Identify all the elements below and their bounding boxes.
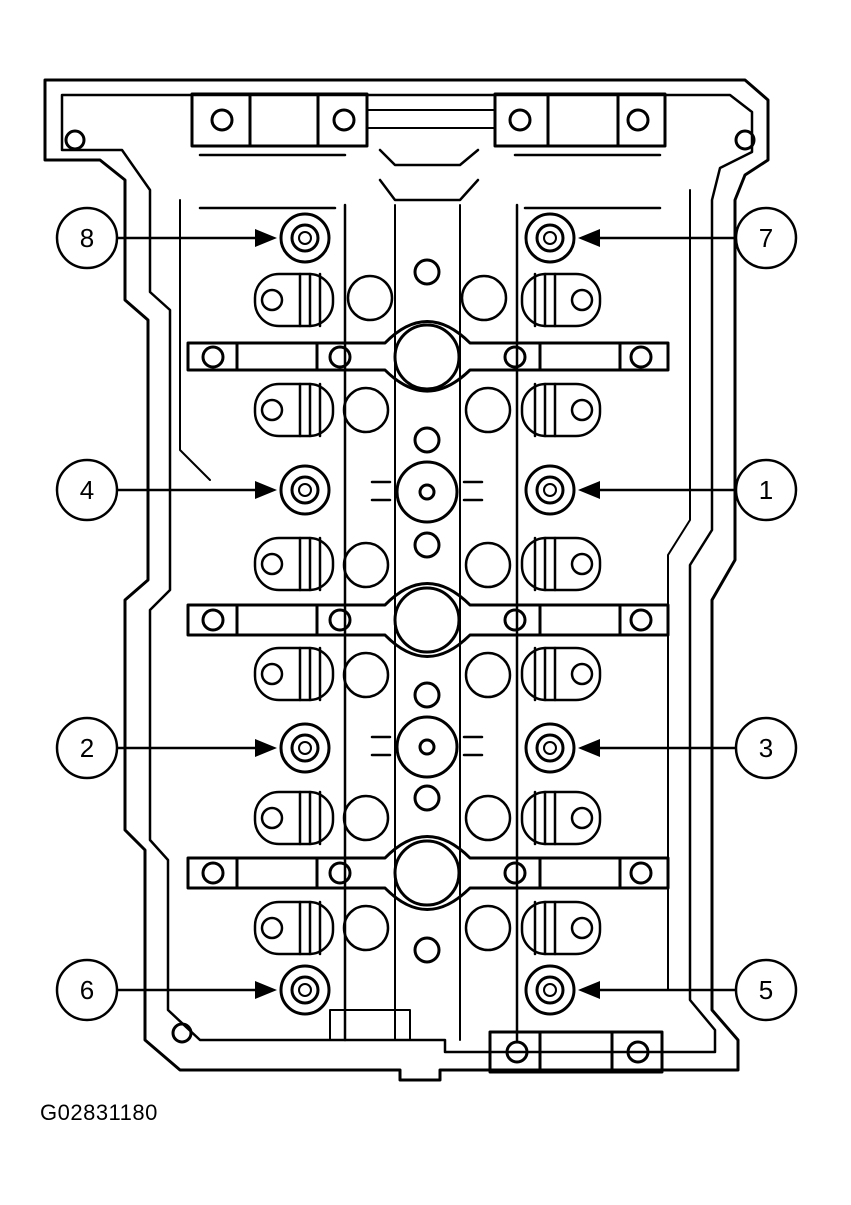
- callout-7: 7: [524, 206, 798, 270]
- arrowhead: [578, 229, 600, 247]
- callout-number: 7: [759, 223, 773, 253]
- cam-bearing-cap-1: [186, 320, 670, 393]
- callout-layer: 8 7 4 1 2 3 6 5: [55, 206, 798, 1022]
- valve-springs-left: [253, 272, 335, 956]
- callout-2: 2: [55, 716, 331, 780]
- callout-8: 8: [55, 206, 331, 270]
- figure-code: G02831180: [40, 1100, 158, 1125]
- callout-circle: [734, 958, 798, 1022]
- head-bolt-8: [279, 212, 331, 264]
- corner-hole: [734, 129, 756, 151]
- callout-circle: [55, 458, 119, 522]
- callout-circle: [55, 716, 119, 780]
- head-bolt-3: [524, 722, 576, 774]
- callout-3: 3: [524, 716, 798, 780]
- arrowhead: [255, 481, 277, 499]
- callout-6: 6: [55, 958, 331, 1022]
- corner-hole: [64, 129, 86, 151]
- callout-4: 4: [55, 458, 331, 522]
- head-bolt-5: [524, 964, 576, 1016]
- arrowhead: [578, 481, 600, 499]
- casting-edge-line: [179, 199, 211, 481]
- callout-number: 6: [80, 975, 94, 1005]
- head-bolt-6: [279, 964, 331, 1016]
- callout-number: 1: [759, 475, 773, 505]
- arrowhead: [255, 229, 277, 247]
- head-inner-outline: [60, 93, 754, 1054]
- arrowhead: [578, 739, 600, 757]
- bottom-bearing-cap: [488, 1030, 664, 1074]
- cam-bearing-cap-2: [186, 582, 670, 658]
- cam-bearing-cap-3: [186, 835, 670, 911]
- callout-number: 3: [759, 733, 773, 763]
- callout-circle: [55, 206, 119, 270]
- callout-circle: [734, 716, 798, 780]
- head-bolt-7: [524, 212, 576, 264]
- head-bolt-4: [279, 464, 331, 516]
- top-bearing-cap-left: [190, 92, 369, 148]
- callout-circle: [55, 958, 119, 1022]
- top-bearing-cap-right: [493, 92, 667, 148]
- callout-circle: [734, 458, 798, 522]
- arrowhead: [578, 981, 600, 999]
- casting-edge-line: [667, 189, 691, 991]
- arrowhead: [255, 739, 277, 757]
- corner-hole: [171, 1022, 193, 1044]
- callout-circle: [734, 206, 798, 270]
- callout-number: 5: [759, 975, 773, 1005]
- callout-number: 4: [80, 475, 94, 505]
- callout-number: 2: [80, 733, 94, 763]
- head-bolt-2: [279, 722, 331, 774]
- callout-1: 1: [524, 458, 798, 522]
- callout-number: 8: [80, 223, 94, 253]
- valve-springs-right: [520, 272, 602, 956]
- arrowhead: [255, 981, 277, 999]
- callout-5: 5: [524, 958, 798, 1022]
- head-outer-outline: [43, 78, 770, 1082]
- head-bolt-1: [524, 464, 576, 516]
